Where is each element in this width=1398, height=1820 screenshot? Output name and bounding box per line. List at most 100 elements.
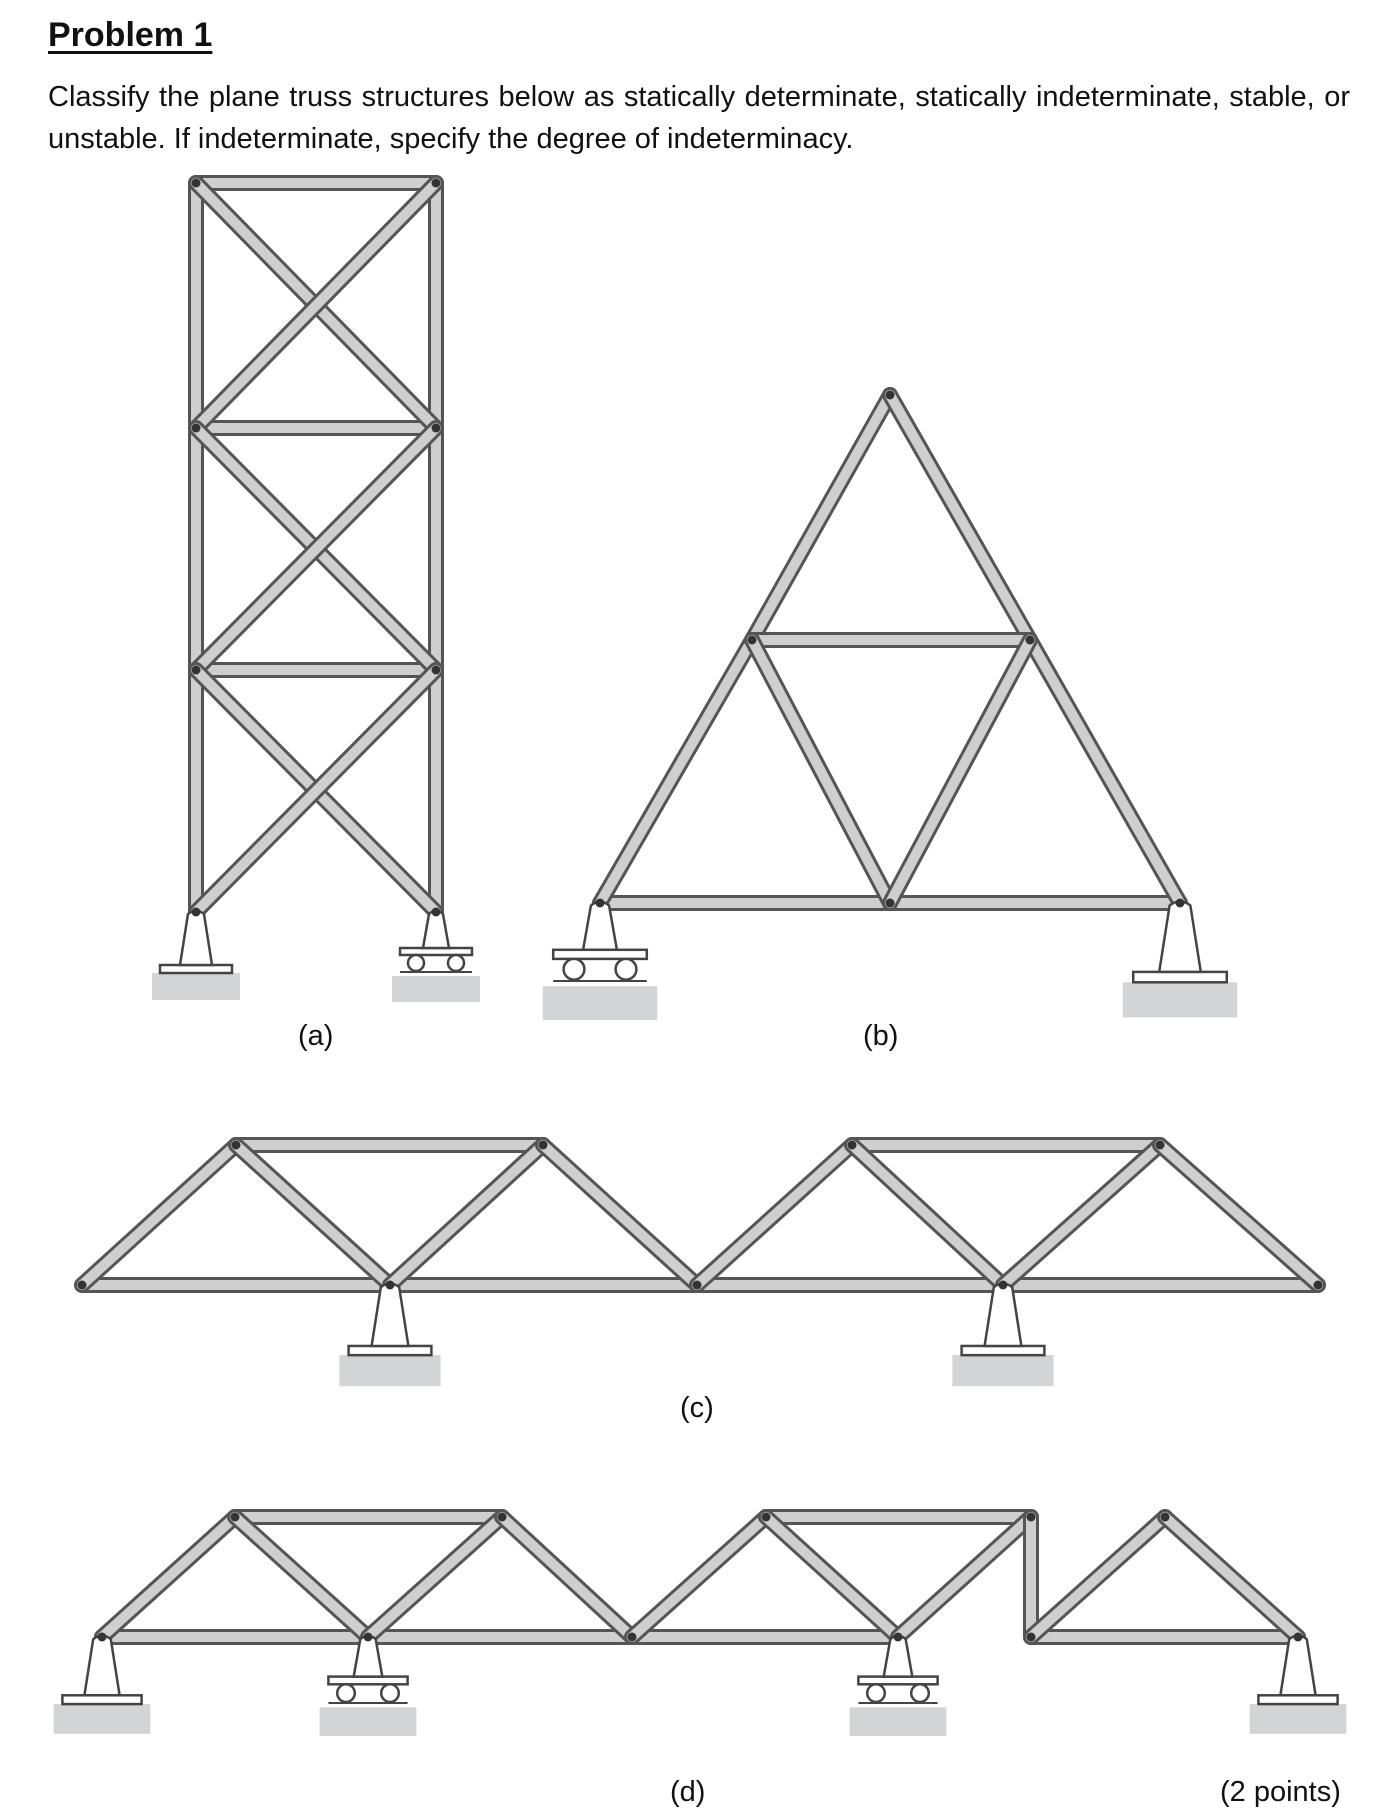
- truss-d-joint-C: [627, 1632, 637, 1642]
- truss-a-pin-support-ground: [152, 973, 240, 1000]
- truss-c-pin-support-right-base-plate: [960, 1344, 1046, 1357]
- truss-c-member-14: [1152, 1137, 1326, 1293]
- truss-d-member-16-fill: [1160, 1512, 1303, 1642]
- truss-d-member-7: [227, 1509, 376, 1645]
- truss-b-member-3-fill: [595, 635, 757, 908]
- truss-c-joint-T4: [1155, 1140, 1165, 1150]
- truss-d-pin-support-right-base-plate: [1257, 1694, 1339, 1706]
- truss-b-member-8: [744, 632, 898, 911]
- truss-c-member-7: [74, 1137, 244, 1293]
- points-label: (2 points): [1220, 1776, 1341, 1808]
- figure-label-d: (d): [670, 1776, 706, 1808]
- truss-c-joint-T1: [231, 1140, 241, 1150]
- truss-d-roller-support-right-wheel-right: [909, 1683, 931, 1704]
- truss-a-joint-F: [431, 665, 441, 675]
- truss-b-member-9: [882, 632, 1038, 911]
- truss-d-member-8: [360, 1509, 510, 1645]
- truss-a-member-13-fill: [191, 423, 441, 675]
- problem-prompt: Classify the plane truss structures belo…: [48, 81, 1350, 155]
- truss-b-roller-support-ground: [542, 986, 658, 1020]
- truss-b-member-3: [592, 632, 760, 911]
- truss-b-pin-support-ground: [1122, 982, 1238, 1018]
- truss-c-member-7-fill: [77, 1140, 241, 1290]
- truss-b-pin-support: [1122, 900, 1238, 1018]
- truss-c-joint-E: [1313, 1280, 1323, 1290]
- truss-c-member-10-fill: [538, 1140, 702, 1290]
- truss-b-joint-B: [885, 898, 895, 908]
- truss-d-roller-support-left-wheel-right: [379, 1683, 401, 1704]
- truss-members: [74, 175, 1326, 1645]
- truss-a-joint-D: [431, 423, 441, 433]
- truss-a-joint-G: [191, 907, 201, 917]
- truss-b-member-6: [1022, 632, 1188, 911]
- truss-d-member-7-fill: [230, 1512, 373, 1642]
- figure-label-b: (b): [863, 1020, 899, 1052]
- truss-d-joint-T5: [1160, 1512, 1170, 1522]
- truss-d-pin-support-right: [1249, 1634, 1347, 1734]
- truss-d-roller-support-right: [849, 1634, 947, 1736]
- truss-a-roller-support-wheel-right: [446, 953, 466, 973]
- truss-d-joint-E: [1026, 1632, 1036, 1642]
- truss-b-joint-F: [885, 390, 895, 400]
- truss-a-roller-support: [392, 909, 480, 1002]
- truss-c-joint-C: [692, 1280, 702, 1290]
- figure-label-c: (c): [680, 1392, 714, 1424]
- truss-d-member-9-fill: [497, 1512, 637, 1642]
- truss-b-member-6-fill: [1025, 635, 1185, 908]
- truss-a-pin-support: [152, 909, 240, 1000]
- truss-c-member-12-fill: [847, 1140, 1008, 1290]
- truss-d-joint-D: [893, 1632, 903, 1642]
- truss-a-joint-C: [191, 423, 201, 433]
- truss-b-pin-support-bracket: [1157, 900, 1203, 974]
- truss-c-member-9-fill: [385, 1140, 548, 1290]
- truss-d-joint-A: [97, 1632, 107, 1642]
- truss-c-member-8-fill: [231, 1140, 395, 1290]
- truss-c-joint-T2: [538, 1140, 548, 1150]
- truss-d-member-15: [1023, 1509, 1173, 1645]
- truss-c-joint-D: [998, 1280, 1008, 1290]
- truss-d-roller-support-right-wheel-left: [865, 1683, 887, 1704]
- truss-a-pin-support-bracket: [178, 909, 214, 967]
- truss-supports: [53, 900, 1347, 1736]
- truss-d-member-6-fill: [97, 1512, 240, 1642]
- truss-d-joint-T3: [761, 1512, 771, 1522]
- truss-b-member-5-fill: [885, 390, 1035, 645]
- truss-joints: [77, 178, 1323, 1642]
- truss-d-joint-T4: [1026, 1512, 1036, 1522]
- truss-a-member-15-fill: [191, 665, 441, 917]
- truss-d-member-6: [94, 1509, 243, 1645]
- truss-d-roller-support-left-wheel-left: [335, 1683, 357, 1704]
- problem-title: Problem 1: [48, 16, 213, 54]
- figure-label-a: (a): [298, 1020, 334, 1052]
- truss-b-member-4: [744, 387, 898, 648]
- truss-d-pin-support-left-base-plate: [61, 1694, 143, 1706]
- truss-b-member-8-fill: [747, 635, 895, 908]
- truss-a-member-11-fill: [191, 178, 441, 433]
- truss-d-member-10-fill: [627, 1512, 771, 1642]
- truss-b-member-9-fill: [885, 635, 1035, 908]
- truss-c-pin-support-right: [952, 1282, 1054, 1387]
- truss-d-roller-support-left: [319, 1634, 417, 1736]
- truss-a-joint-H: [431, 907, 441, 917]
- truss-c-pin-support-left-ground: [339, 1355, 441, 1387]
- truss-c-member-8: [228, 1137, 398, 1293]
- truss-c-pin-support-right-ground: [952, 1355, 1054, 1387]
- truss-d-member-11-fill: [761, 1512, 903, 1642]
- truss-b-joint-C: [1175, 898, 1185, 908]
- truss-a-joint-A: [191, 178, 201, 188]
- truss-a-roller-support-wheel-left: [406, 953, 426, 973]
- truss-b-joint-D: [747, 635, 757, 645]
- truss-c-joint-B: [385, 1280, 395, 1290]
- truss-c-joint-A: [77, 1280, 87, 1290]
- truss-d-pin-support-right-ground: [1249, 1704, 1347, 1734]
- truss-b-member-5: [882, 387, 1038, 648]
- truss-b-pin-support-base-plate: [1131, 970, 1229, 984]
- truss-a-roller-support-bracket: [421, 909, 451, 950]
- truss-d-joint-F: [1293, 1632, 1303, 1642]
- truss-c-member-13-fill: [998, 1140, 1165, 1290]
- truss-a-roller-support-ground: [392, 976, 480, 1002]
- truss-d-pin-support-left-ground: [53, 1704, 151, 1734]
- truss-b-joint-A: [595, 898, 605, 908]
- truss-b-roller-support-wheel-right: [614, 957, 638, 981]
